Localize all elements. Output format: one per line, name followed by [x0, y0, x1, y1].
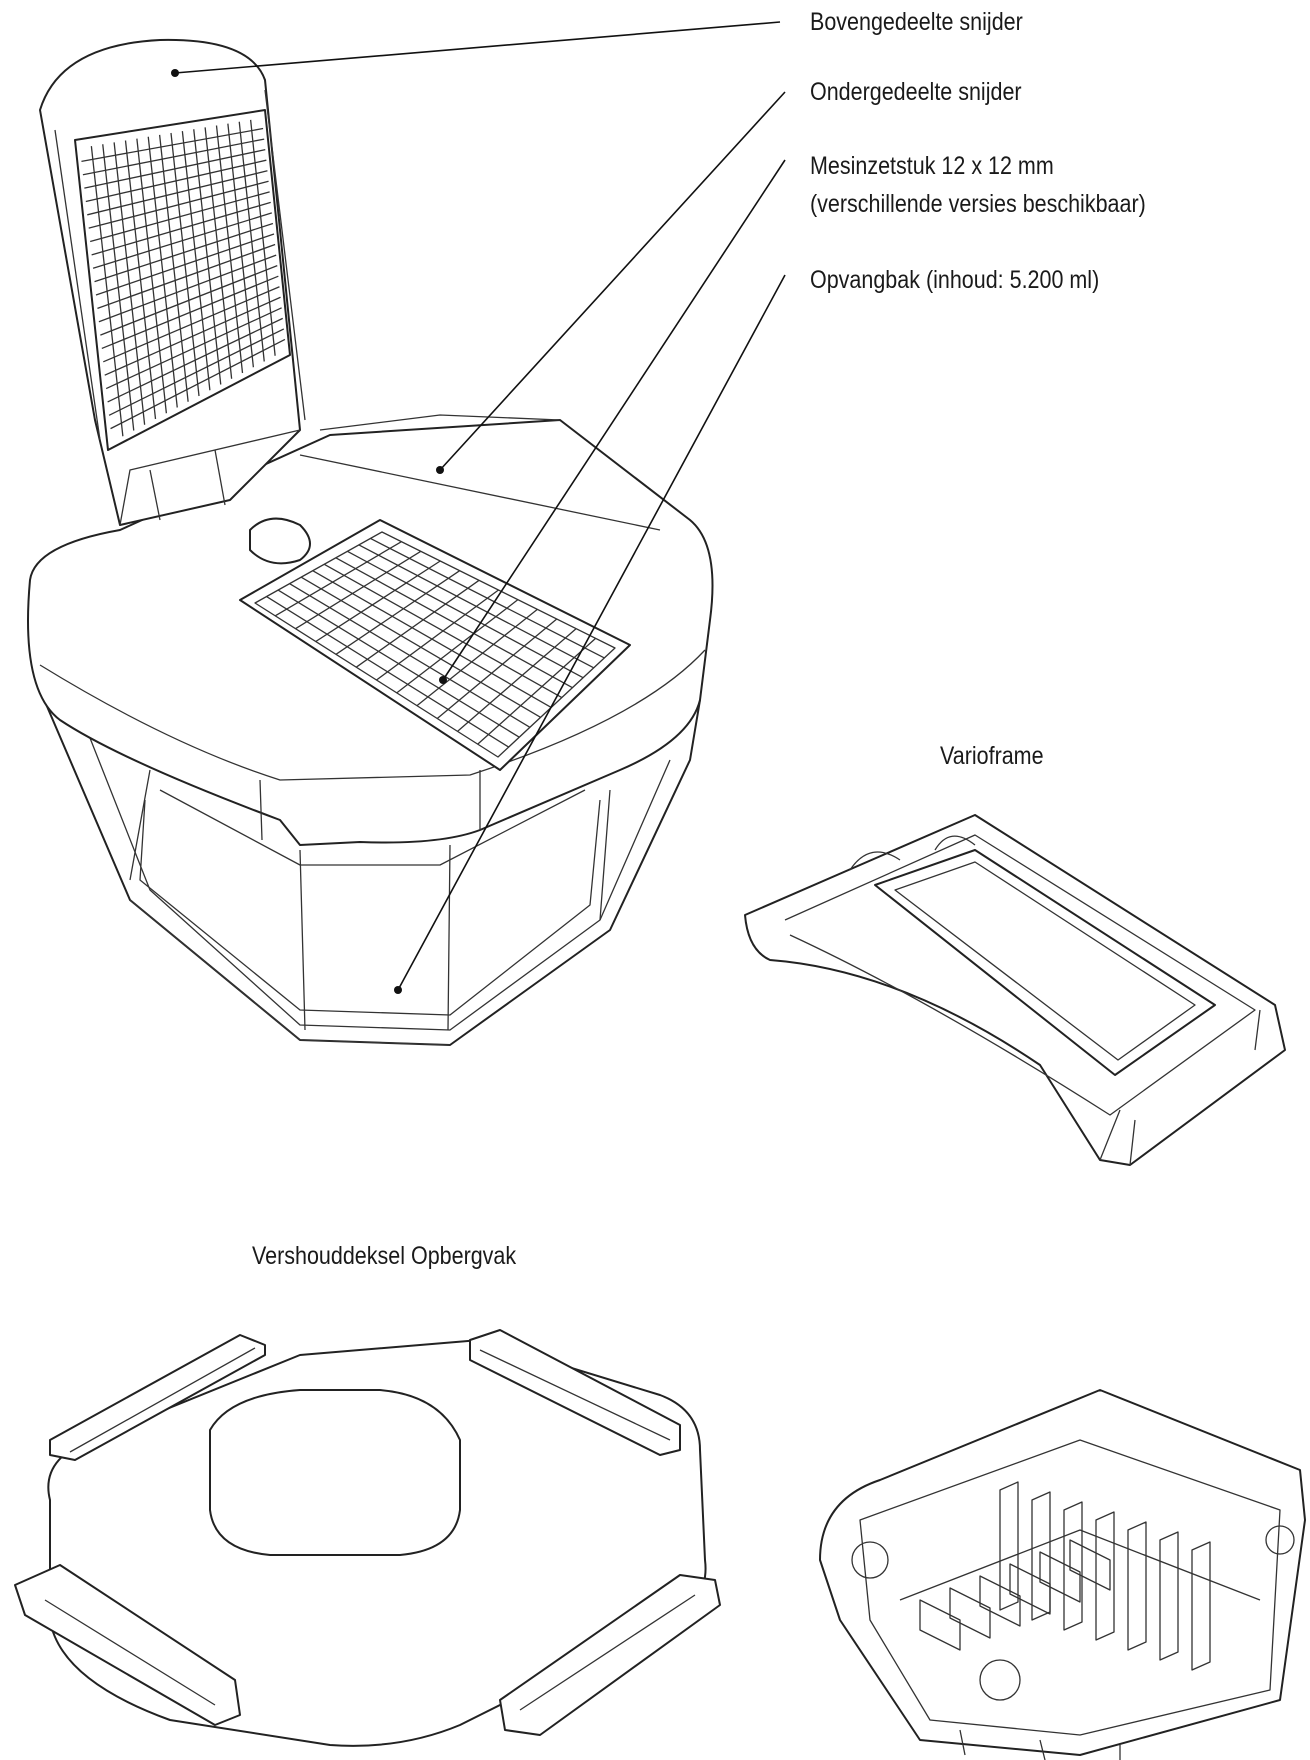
label-ondergedeelte: Ondergedeelte snijder — [810, 78, 1022, 106]
varioframe-drawing — [744, 814, 1286, 1166]
leader-ondergedeelte — [436, 91, 786, 474]
label-vershouddeksel: Vershouddeksel Opbergvak — [252, 1242, 517, 1270]
label-opvangbak: Opvangbak (inhoud: 5.200 ml) — [810, 266, 1100, 294]
leader-bovengedeelte — [171, 21, 781, 77]
label-varioframe: Varioframe — [940, 742, 1044, 770]
leader-opvangbak — [394, 274, 786, 994]
storage-box-drawing — [819, 1389, 1306, 1760]
leader-lines — [171, 21, 786, 994]
upper-cutter — [39, 38, 306, 526]
blade-insert — [239, 517, 631, 771]
fresh-lid-drawing — [14, 1329, 721, 1747]
lid-tab-top-right — [469, 1329, 681, 1456]
label-mesinzetstuk-line1: Mesinzetstuk 12 x 12 mm — [810, 152, 1054, 180]
cutter-assembly — [27, 38, 714, 1046]
lid-tab-top-left — [49, 1334, 266, 1461]
label-bovengedeelte: Bovengedeelte snijder — [810, 8, 1023, 36]
label-mesinzetstuk-line2: (verschillende versies beschikbaar) — [810, 190, 1146, 218]
leader-mesinzetstuk — [439, 159, 786, 684]
